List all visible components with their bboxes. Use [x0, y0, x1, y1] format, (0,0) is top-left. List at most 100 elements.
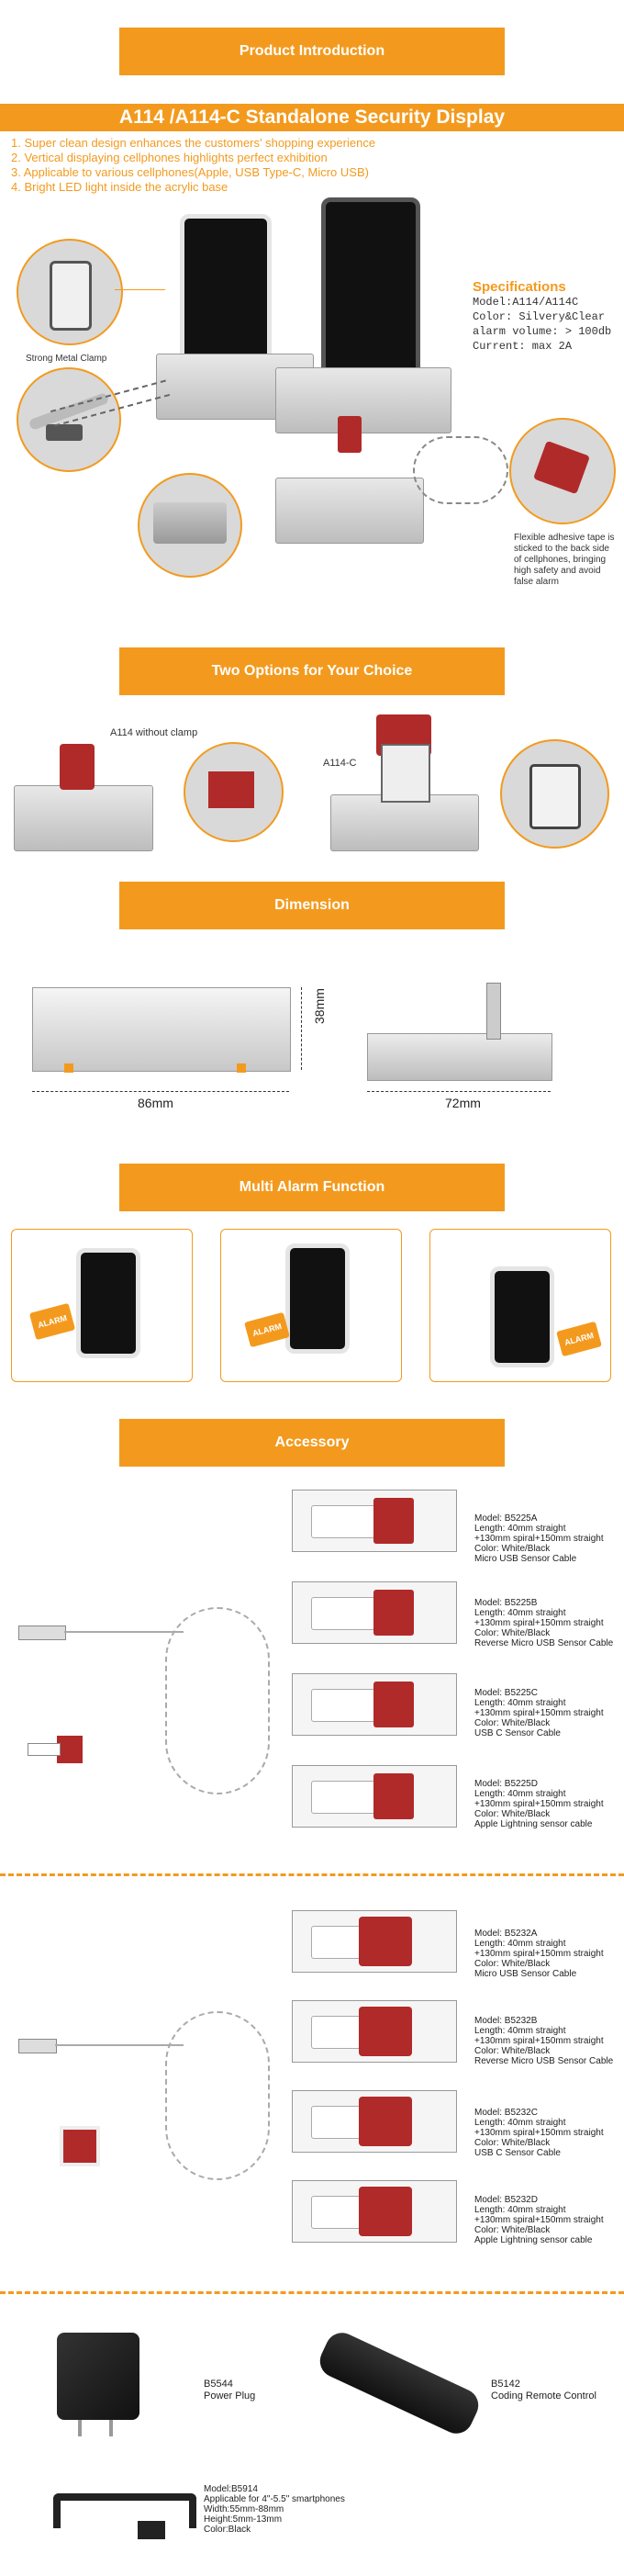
- spec-type: USB C Sensor Cable: [474, 2148, 561, 2158]
- clamp-caption: Strong Metal Clamp: [26, 354, 107, 364]
- spec-type: USB C Sensor Cable: [474, 1728, 561, 1738]
- dimension-banner: Dimension: [119, 882, 505, 929]
- phone-dark: [321, 197, 420, 390]
- spec-color: Color: White/Black: [474, 2138, 551, 2148]
- red-tag: [373, 1590, 414, 1636]
- accessory-banner: Accessory: [119, 1419, 505, 1467]
- red-pad: [359, 2097, 412, 2146]
- spec-model: Model: B5225C: [474, 1688, 538, 1698]
- front-led-left: [64, 1063, 73, 1073]
- sensor-red-tag: [57, 1736, 83, 1763]
- spec-color: Color: White/Black: [474, 2225, 551, 2235]
- alarm-burst: ALARM: [28, 1302, 76, 1341]
- spec-model: Model: B5232A: [474, 1929, 538, 1939]
- spec-type: Apple Lightning sensor cable: [474, 2235, 593, 2245]
- spec-type: Reverse Micro USB Sensor Cable: [474, 2056, 614, 2066]
- remote-control-image: [314, 2327, 485, 2439]
- accessory-card-b5225c: [292, 1673, 457, 1736]
- spec-length-detail: +130mm spiral+150mm straight: [474, 1799, 604, 1809]
- red-pad: [359, 2187, 412, 2236]
- section-divider: [0, 2291, 624, 2294]
- spec-model: Model: B5232C: [474, 2108, 538, 2118]
- plug-model: B5544: [204, 2379, 233, 2390]
- product-title: A114 /A114-C Standalone Security Display: [118, 107, 506, 128]
- specifications: Specifications Model:A114/A114C Color: S…: [473, 280, 611, 354]
- clamp-model: Model:B5914: [204, 2484, 258, 2494]
- side-view: [367, 1033, 552, 1081]
- option-left-red-pad: [60, 744, 95, 790]
- spec-length: Length: 40mm straight: [474, 1524, 566, 1534]
- option-right-clamp: [381, 744, 430, 803]
- spiral-cable: [413, 436, 508, 504]
- accessory-spec-b5225c: Model: B5225C Length: 40mm straight +130…: [474, 1688, 624, 1738]
- tape-detail-circle: [509, 418, 616, 524]
- spec-length-detail: +130mm spiral+150mm straight: [474, 1708, 604, 1718]
- banner-label: Product Introduction: [239, 43, 385, 59]
- plug-image: [311, 1689, 377, 1722]
- cable-group2-illustration: [9, 1974, 284, 2232]
- spec-color: Color: Silvery&Clear: [473, 310, 606, 323]
- cable-line: [55, 2044, 184, 2046]
- multi-alarm-banner: Multi Alarm Function: [119, 1164, 505, 1211]
- hero-illustration: Strong Metal Clamp Flexible adhesive tap…: [0, 188, 624, 611]
- option-left-base: [14, 785, 153, 851]
- feature-item: 4. Bright LED light inside the acrylic b…: [11, 180, 228, 194]
- sensor-red-tag: [338, 416, 362, 453]
- spec-model: Model: B5232D: [474, 2195, 538, 2205]
- spec-length-detail: +130mm spiral+150mm straight: [474, 2036, 604, 2046]
- clamp-applicable: Applicable for 4"-5.5" smartphones: [204, 2494, 345, 2504]
- spec-type: Reverse Micro USB Sensor Cable: [474, 1638, 614, 1648]
- red-pad: [359, 1917, 412, 1966]
- sensor-plug: [28, 1743, 61, 1756]
- option-left-caption: A114 without clamp: [110, 727, 198, 738]
- spec-model: Model: B5225B: [474, 1598, 538, 1608]
- power-plug-label: B5544 Power Plug: [204, 2379, 255, 2402]
- spec-model: Model: B5232B: [474, 2016, 538, 2026]
- accessory-spec-b5225b: Model: B5225B Length: 40mm straight +130…: [474, 1598, 624, 1648]
- spec-type: Apple Lightning sensor cable: [474, 1819, 593, 1829]
- alarm-scenario-3: ALARM: [429, 1229, 611, 1382]
- clamp-detail-circle: [17, 239, 123, 345]
- phone-clamp-image: [53, 2493, 196, 2528]
- red-pad: [359, 2007, 412, 2056]
- spec-model: Model:A114/A114C: [473, 296, 579, 309]
- leader-line: [115, 289, 165, 290]
- banner-label: Dimension: [274, 897, 350, 913]
- display-base-right: [275, 367, 451, 433]
- spec-length-detail: +130mm spiral+150mm straight: [474, 1949, 604, 1959]
- accessory-spec-b5225d: Model: B5225D Length: 40mm straight +130…: [474, 1779, 624, 1829]
- plug-name: Power Plug: [204, 2390, 256, 2402]
- cable-coil: [165, 2011, 270, 2180]
- spec-length: Length: 40mm straight: [474, 2118, 566, 2128]
- width-label: 86mm: [138, 1096, 173, 1110]
- cable-detail-circle: [17, 367, 121, 472]
- accessory-spec-b5225a: Model: B5225A Length: 40mm straight +130…: [474, 1513, 624, 1564]
- usb-connector: [18, 2039, 57, 2053]
- clamp-width: Width:55mm-88mm: [204, 2504, 284, 2514]
- spec-length-detail: +130mm spiral+150mm straight: [474, 2215, 604, 2225]
- spec-color: Color: White/Black: [474, 2046, 551, 2056]
- accessory-spec-b5232d: Model: B5232D Length: 40mm straight +130…: [474, 2195, 624, 2245]
- feature-list: 1. Super clean design enhances the custo…: [11, 136, 375, 195]
- front-led-right: [237, 1063, 246, 1073]
- usb-connector: [18, 1625, 66, 1640]
- remote-model: B5142: [491, 2379, 520, 2390]
- red-tag: [373, 1498, 414, 1544]
- option-right-caption: A114-C: [323, 758, 357, 769]
- dimension-section: 86mm 38mm 72mm: [0, 964, 624, 1120]
- option-left-detail: [184, 742, 284, 842]
- accessory-spec-b5232b: Model: B5232B Length: 40mm straight +130…: [474, 2016, 624, 2066]
- spec-length: Length: 40mm straight: [474, 2205, 566, 2215]
- accessory-card-b5225a: [292, 1490, 457, 1552]
- clamp-spec: Model:B5914 Applicable for 4"-5.5" smart…: [204, 2484, 345, 2535]
- two-options-banner: Two Options for Your Choice: [119, 647, 505, 695]
- spec-model: Model: B5225D: [474, 1779, 538, 1789]
- spec-color: Color: White/Black: [474, 1809, 551, 1819]
- spec-color: Color: White/Black: [474, 1718, 551, 1728]
- spec-alarm: alarm volume: > 100db: [473, 325, 612, 338]
- two-options-section: A114 without clamp A114-C: [0, 707, 624, 863]
- front-view: [32, 987, 291, 1072]
- spec-length-detail: +130mm spiral+150mm straight: [474, 2128, 604, 2138]
- feature-item: 3. Applicable to various cellphones(Appl…: [11, 165, 369, 179]
- spec-color: Color: White/Black: [474, 1544, 551, 1554]
